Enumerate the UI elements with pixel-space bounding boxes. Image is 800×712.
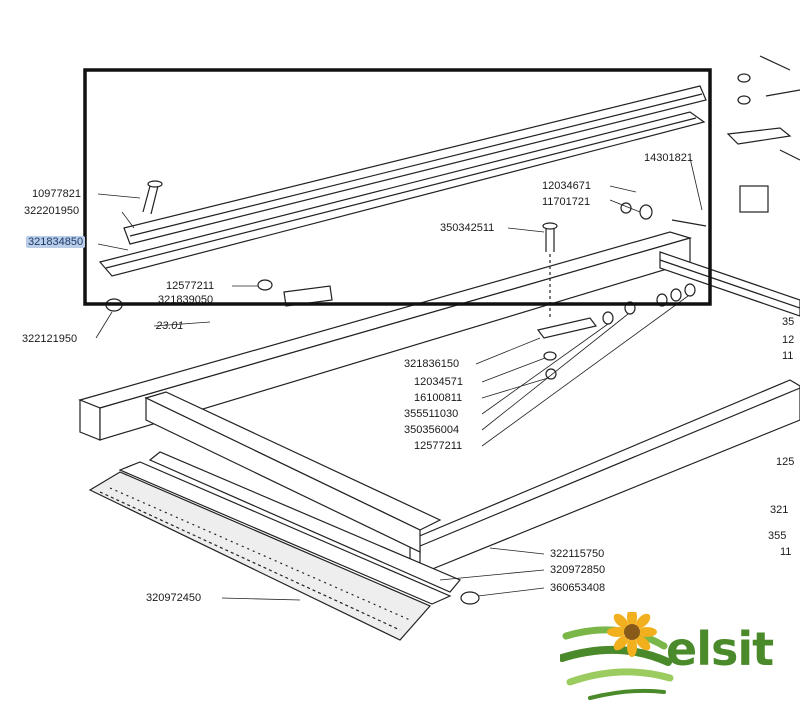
label-edge-321[interactable]: 321	[770, 504, 789, 516]
label-322121950[interactable]: 322121950	[22, 333, 78, 345]
leader-lines	[95, 157, 703, 601]
label-12034671[interactable]: 12034671	[542, 180, 591, 192]
label-edge-125[interactable]: 125	[776, 456, 795, 468]
cross-beam	[144, 391, 442, 553]
label-16100811[interactable]: 16100811	[414, 392, 463, 404]
upper-rail-strip	[98, 85, 707, 277]
logo-swoosh-icon	[560, 626, 674, 700]
bolt-350342511	[542, 222, 558, 320]
label-edge-11b[interactable]: 11	[780, 546, 792, 558]
washer-12034671	[620, 202, 707, 227]
label-11701721[interactable]: 11701721	[542, 196, 591, 208]
label-360653408[interactable]: 360653408	[550, 582, 606, 594]
nut-360653408	[460, 591, 480, 605]
label-10977821[interactable]: 10977821	[32, 188, 81, 200]
label-320972450[interactable]: 320972450	[146, 592, 202, 604]
frame-left-rail	[78, 231, 693, 441]
washer-row	[602, 283, 696, 325]
label-322115750[interactable]: 322115750	[550, 548, 605, 560]
label-23-01: 23.01	[156, 320, 184, 332]
rear-rail	[659, 251, 800, 317]
label-12577211-top[interactable]: 12577211	[166, 280, 215, 292]
label-355511030[interactable]: 355511030	[404, 408, 459, 420]
selection-box[interactable]	[83, 68, 712, 306]
elsit-logo	[560, 612, 674, 700]
label-edge-12[interactable]: 12	[782, 334, 795, 346]
sunflower-icon	[607, 612, 657, 657]
label-12577211-bottom[interactable]: 12577211	[414, 440, 463, 452]
label-322201950[interactable]: 322201950	[24, 205, 80, 217]
logo-wordmark: elsit	[666, 622, 774, 676]
hinge-hardware	[726, 55, 800, 213]
label-edge-11a[interactable]: 11	[782, 350, 794, 362]
label-12034571[interactable]: 12034571	[414, 376, 463, 388]
label-321836150[interactable]: 321836150	[404, 358, 460, 370]
label-14301821[interactable]: 14301821	[644, 152, 693, 164]
label-321839050[interactable]: 321839050	[158, 294, 214, 306]
label-321834850[interactable]: 321834850	[26, 236, 86, 248]
label-350342511[interactable]: 350342511	[440, 222, 495, 234]
bolt-10977821	[142, 180, 163, 215]
nut-12577211	[257, 279, 333, 307]
label-edge-35[interactable]: 35	[782, 316, 795, 328]
front-blade-assembly	[88, 451, 461, 641]
frame-right-rail	[409, 379, 800, 575]
label-350356004[interactable]: 350356004	[404, 424, 460, 436]
label-320972850[interactable]: 320972850	[550, 564, 606, 576]
bracket-321836150	[536, 317, 598, 380]
label-edge-355[interactable]: 355	[768, 530, 787, 542]
